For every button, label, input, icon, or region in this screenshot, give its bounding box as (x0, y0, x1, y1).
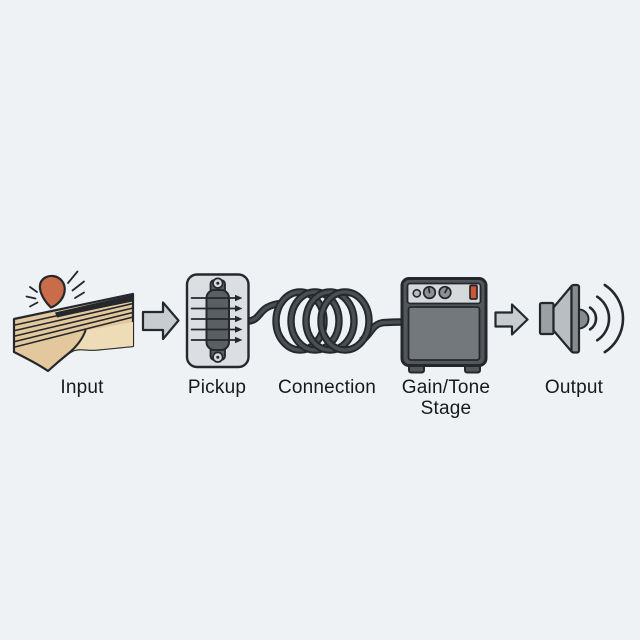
stage-label-output: Output (544, 377, 604, 398)
strum-motion-lines (25, 270, 85, 308)
neck-heel-curve (68, 329, 87, 354)
tone-knob-pointer (444, 286, 449, 294)
stage-label-gain-tone-stage: Gain/Tone Stage (401, 377, 491, 419)
guitar-neck-with-pick-icon (12, 270, 135, 373)
guitar-neck-heel (69, 322, 133, 353)
flow-arrow-2-icon (494, 303, 529, 336)
amp-foot-right (464, 364, 481, 374)
speaker-with-sound-waves-icon (538, 283, 625, 354)
sound-waves-icon (588, 283, 625, 354)
speaker-cone (552, 284, 573, 353)
speaker-dome (578, 308, 590, 330)
stage-label-input: Input (60, 377, 104, 398)
speaker-magnet (538, 301, 555, 336)
stage-label-connection: Connection (277, 377, 377, 398)
amp-power-light (469, 284, 478, 300)
magnetic-field-lines (190, 297, 236, 341)
speaker-front-rim (570, 283, 581, 354)
magnetic-field-arrowheads (235, 294, 243, 344)
gain-knob-pointer (427, 286, 431, 294)
screw-center-dot (216, 355, 220, 359)
amplifier-icon (400, 277, 488, 374)
coiled-cable-icon (247, 288, 405, 354)
guitar-pick-icon (38, 274, 66, 309)
screw-center-dot (216, 281, 220, 285)
amp-input-jack (412, 288, 422, 298)
flow-arrow-1-icon (141, 301, 180, 341)
amp-speaker-grille (407, 306, 481, 361)
amp-foot-left (408, 364, 425, 374)
fretboard-edge-stripe (55, 295, 133, 318)
stage-label-pickup: Pickup (187, 377, 247, 398)
pickup-coil-bar (205, 289, 230, 351)
pickup-icon (185, 273, 250, 369)
